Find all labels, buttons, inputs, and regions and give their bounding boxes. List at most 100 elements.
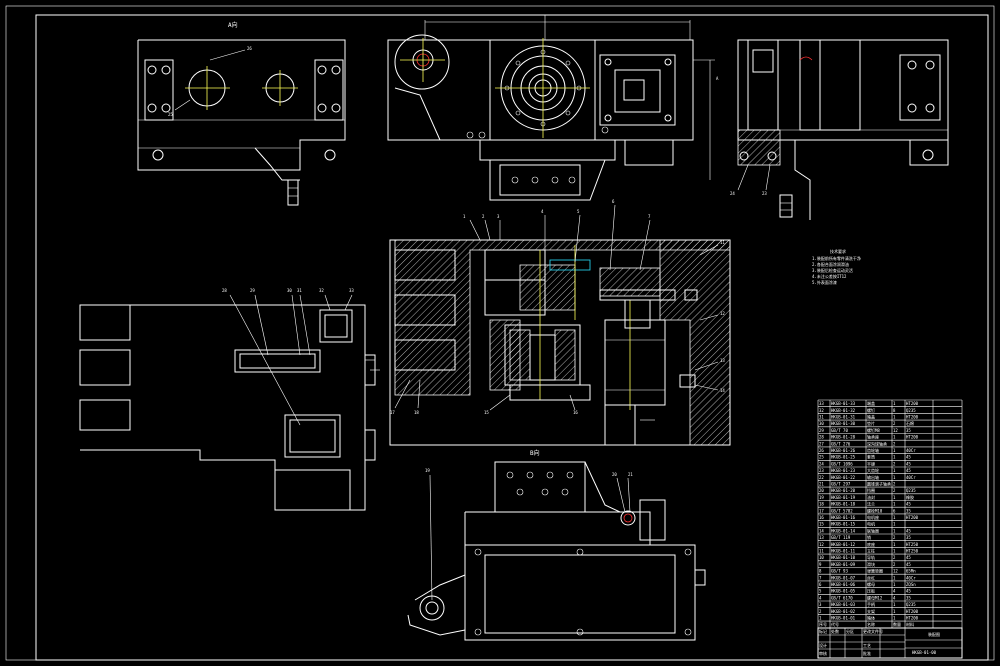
- bom-cell-name: 电机: [867, 521, 875, 527]
- bom-cell-no: 16: [819, 515, 824, 520]
- bom-cell-no: 11: [819, 549, 824, 554]
- bom-cell-name: 销: [867, 534, 871, 540]
- bom-header-mat: 材料: [906, 621, 914, 627]
- bom-cell-mat: 35: [906, 508, 911, 513]
- bom-cell-code: HKGB-01-15: [831, 522, 856, 527]
- bom-cell-qty: 2: [893, 562, 896, 567]
- bom-cell-qty: 1: [893, 575, 896, 580]
- bom-cell-code: HKGB-01-22: [831, 475, 856, 480]
- svg-text:16: 16: [573, 410, 578, 415]
- bom-cell-mat: 45: [906, 468, 911, 473]
- bom-cell-no: 12: [819, 542, 824, 547]
- bom-cell-name: 螺钉: [867, 407, 875, 413]
- bom-cell-code: HKGB-01-18: [831, 502, 856, 507]
- bom-cell-qty: 1: [893, 616, 896, 621]
- tech-requirements-heading: 技术要求: [830, 248, 846, 254]
- bom-cell-name: 丝杠: [867, 574, 875, 580]
- bom-cell-qty: 1: [893, 549, 896, 554]
- bom-cell-code: HKGB-01-16: [831, 515, 856, 520]
- view-left: 28 29 30 31 32 33: [79, 288, 380, 511]
- svg-text:25: 25: [168, 112, 173, 117]
- bom-cell-qty: 8: [893, 408, 896, 413]
- bom-cell-name: 螺钉M8: [867, 427, 880, 433]
- bom-cell-mat: HT200: [906, 415, 919, 420]
- bom-header-qty: 数量: [893, 621, 901, 627]
- bom-cell-code: HKGB-01-09: [831, 562, 856, 567]
- svg-text:处数: 处数: [831, 628, 839, 634]
- svg-text:6: 6: [612, 199, 615, 204]
- bom-cell-qty: 1: [893, 528, 896, 533]
- bom-cell-qty: 12: [893, 428, 898, 433]
- bom-cell-no: 13: [819, 535, 824, 540]
- svg-text:19: 19: [425, 468, 430, 473]
- svg-text:分区: 分区: [846, 628, 854, 634]
- bom-cell-no: 17: [819, 508, 824, 513]
- bom-cell-mat: 40Cr: [906, 475, 916, 480]
- bom-cell-qty: 1: [893, 542, 896, 547]
- bom-cell-name: 圆锥滚子轴承: [867, 481, 891, 487]
- svg-text:2: 2: [482, 214, 485, 219]
- bom-cell-code: HKGB-01-23: [831, 468, 856, 473]
- svg-text:5.外表面涂漆: 5.外表面涂漆: [812, 279, 837, 285]
- bom-cell-mat: 45: [906, 589, 911, 594]
- bom-cell-no: 2: [819, 609, 822, 614]
- bom-cell-name: 弹簧垫圈: [867, 568, 883, 574]
- svg-text:21: 21: [628, 472, 633, 477]
- bom-cell-name: 挡圈: [867, 487, 875, 493]
- svg-text:工艺: 工艺: [863, 643, 871, 648]
- svg-text:18: 18: [414, 410, 419, 415]
- bom-cell-qty: 1: [893, 435, 896, 440]
- bom-cell-no: 21: [819, 482, 824, 487]
- bom-cell-qty: 1: [893, 502, 896, 507]
- bom-cell-qty: 4: [893, 589, 896, 594]
- svg-text:23: 23: [762, 191, 767, 196]
- bom-cell-name: 手柄: [867, 601, 875, 607]
- bom-cell-mat: Q235: [906, 408, 916, 413]
- svg-text:17: 17: [390, 410, 395, 415]
- bom-cell-mat: 35: [906, 428, 911, 433]
- svg-text:3: 3: [497, 214, 500, 219]
- bom-cell-no: 31: [819, 415, 824, 420]
- bom-cell-mat: 35: [906, 595, 911, 600]
- bom-cell-code: HKGB-01-32: [831, 408, 856, 413]
- view-main-section: 1 2 3 4 5 6 7 11 12 13 14 15 16 17 18: [389, 199, 731, 446]
- bom-cell-no: 28: [819, 435, 824, 440]
- bom-cell-no: 4: [819, 595, 822, 600]
- bom-cell-code: HKGB-01-07: [831, 575, 856, 580]
- bom-cell-qty: 6: [893, 508, 896, 513]
- bom-cell-code: HKGB-01-02: [831, 609, 856, 614]
- view-top-right: 24 23: [730, 39, 949, 220]
- bom-cell-mat: 35: [906, 535, 911, 540]
- bom-cell-qty: 1: [893, 582, 896, 587]
- view-label-a: A向: [228, 21, 238, 29]
- svg-text:26: 26: [247, 46, 252, 51]
- title-block: 装配图 HKGB-01-00 标记 处数 分区 更改文件号 设计 审核 工艺 批…: [817, 627, 963, 659]
- bom-cell-qty: 1: [893, 468, 896, 473]
- bom-cell-qty: 2: [893, 482, 896, 487]
- svg-text:13: 13: [720, 358, 725, 363]
- svg-text:31: 31: [297, 288, 302, 293]
- bom-cell-no: 24: [819, 461, 824, 466]
- bom-cell-name: 导轨: [867, 554, 875, 560]
- bom-cell-no: 32: [819, 408, 824, 413]
- svg-text:30: 30: [287, 288, 292, 293]
- bom-cell-name: 支架: [867, 608, 875, 614]
- view-top-middle: A: [387, 15, 719, 201]
- inner-frame: [35, 14, 989, 661]
- bom-cell-no: 8: [819, 569, 822, 574]
- bom-cell-qty: 1: [893, 448, 896, 453]
- svg-text:标记: 标记: [819, 628, 827, 634]
- bom-cell-qty: 1: [893, 609, 896, 614]
- bom-cell-qty: 2: [893, 555, 896, 560]
- bom-cell-qty: 2: [893, 461, 896, 466]
- bom-cell-mat: HT200: [906, 616, 919, 621]
- bom-cell-name: 箱体: [867, 615, 875, 621]
- svg-text:审核: 审核: [819, 650, 827, 656]
- svg-text:设计: 设计: [819, 642, 827, 648]
- bom-cell-qty: 4: [893, 595, 896, 600]
- bom-cell-no: 18: [819, 502, 824, 507]
- svg-text:29: 29: [250, 288, 255, 293]
- bom-cell-name: 法兰: [867, 501, 875, 507]
- bom-cell-no: 19: [819, 495, 824, 500]
